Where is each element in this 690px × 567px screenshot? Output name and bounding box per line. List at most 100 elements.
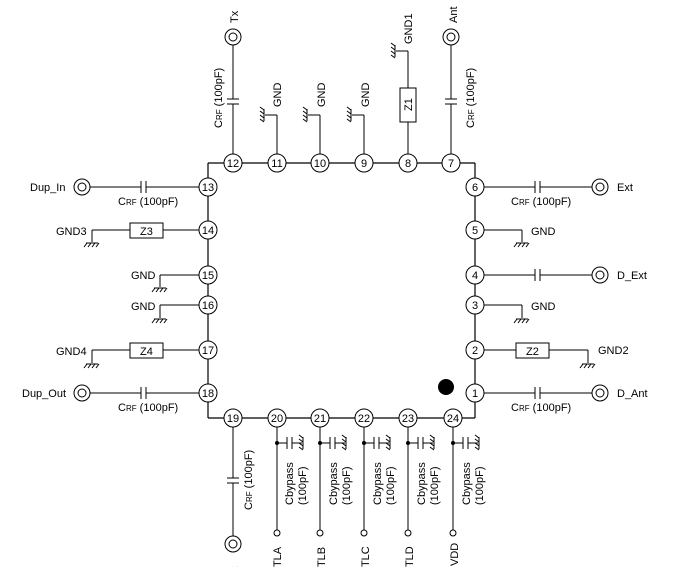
gnd1-label: GND1 <box>403 13 415 44</box>
pin1-marker <box>438 379 454 395</box>
gnd-label-10: GND <box>316 83 328 108</box>
pin-number-11: 11 <box>271 158 282 170</box>
pin-number-6: 6 <box>472 182 478 194</box>
crf-dup-out-label: CRF (100pF) <box>118 402 178 414</box>
gnd-label-15: GND <box>131 270 156 282</box>
pin-16: 16 <box>198 295 218 315</box>
cbypass-b-value: (100pF) <box>341 466 353 505</box>
pin-21: 21 <box>310 408 330 428</box>
cbypass-b-name: Cbypass <box>328 462 340 505</box>
z2-label: Z2 <box>526 346 539 358</box>
gnd2-label: GND2 <box>598 345 629 357</box>
pin-number-24: 24 <box>447 413 459 425</box>
gnd-label-9: GND <box>360 83 372 108</box>
pin-2: 2 <box>465 340 485 360</box>
d-ext-terminal <box>591 266 609 284</box>
pin-number-14: 14 <box>202 225 214 237</box>
dup-in-label: Dup_In <box>30 182 65 194</box>
cbypass-a-value: (100pF) <box>297 466 309 505</box>
cbypass-vdd-name: Cbypass <box>461 462 473 505</box>
pin-number-1: 1 <box>472 388 478 400</box>
net-gnd-11: GND <box>259 83 284 163</box>
z4-label: Z4 <box>140 346 153 358</box>
pin-number-16: 16 <box>202 300 214 312</box>
pin-12: 12 <box>223 153 243 173</box>
crf-dup-in-label: CRF (100pF) <box>118 196 178 208</box>
dup-out-terminal <box>73 384 91 402</box>
net-ant: Ant CRF (100pF) <box>442 6 477 163</box>
pin-number-2: 2 <box>472 345 478 357</box>
pin-number-22: 22 <box>358 413 370 425</box>
pin-number-9: 9 <box>361 158 367 170</box>
pin-number-21: 21 <box>314 413 326 425</box>
ctlc-label: CTLC <box>360 546 372 567</box>
pin-20: 20 <box>267 408 287 428</box>
gnd-label-5: GND <box>531 226 556 238</box>
net-tx: Tx CRF (100pF) <box>213 10 242 163</box>
pin-10: 10 <box>310 153 330 173</box>
tx-label: Tx <box>229 10 241 23</box>
cbypass-d-name: Cbypass <box>416 462 428 505</box>
pin-18: 18 <box>198 383 218 403</box>
pin-number-23: 23 <box>402 413 414 425</box>
net-dup-in: Dup_In CRF (100pF) <box>30 178 208 208</box>
net-d-ext: D_Ext <box>475 266 647 284</box>
net-gnd2: Z2 GND2 <box>475 342 629 369</box>
pin-3: 3 <box>465 295 485 315</box>
vdd-label: VDD <box>449 543 461 566</box>
crf-tx-label: CRF (100pF) <box>213 68 225 128</box>
gnd-label-16: GND <box>131 301 156 313</box>
net-gnd3: Z3 GND3 <box>56 222 208 248</box>
net-gnd-16: GND <box>131 301 208 324</box>
pin-number-3: 3 <box>472 300 478 312</box>
pin-number-13: 13 <box>202 182 214 194</box>
crf-d-ant-label: CRF (100pF) <box>511 402 571 414</box>
net-gnd-15: GND <box>131 270 208 293</box>
pin-6: 6 <box>465 177 485 197</box>
net-ctlb: Cbypass (100pF) CTLB <box>316 418 353 567</box>
d-ant-terminal <box>591 384 609 402</box>
pin-number-4: 4 <box>472 270 478 282</box>
pin-15: 15 <box>198 265 218 285</box>
pin-9: 9 <box>354 153 374 173</box>
net-gnd1: Z1 GND1 <box>390 13 417 163</box>
pin-8: 8 <box>398 153 418 173</box>
pin-number-7: 7 <box>448 158 454 170</box>
net-d-ant: D_Ant CRF (100pF) <box>475 384 648 414</box>
crf-rx-label: CRF (100pF) <box>243 450 255 510</box>
dup-out-label: Dup_Out <box>22 388 66 400</box>
net-dup-out: Dup_Out CRF (100pF) <box>22 384 208 414</box>
ctld-label: CTLD <box>404 546 416 567</box>
ext-terminal <box>591 178 609 196</box>
pin-5: 5 <box>465 220 485 240</box>
rx-terminal <box>224 535 242 553</box>
ctlb-label: CTLB <box>316 547 328 567</box>
cbypass-a-name: Cbypass <box>284 462 296 505</box>
net-ext: Ext CRF (100pF) <box>475 178 633 208</box>
pin-23: 23 <box>398 408 418 428</box>
net-ctla: Cbypass (100pF) CTLA <box>272 418 309 567</box>
pin-17: 17 <box>198 340 218 360</box>
ctla-label: CTLA <box>272 546 284 567</box>
net-gnd4: Z4 GND4 <box>56 342 208 369</box>
gnd3-label: GND3 <box>56 226 87 238</box>
pin-22: 22 <box>354 408 374 428</box>
dup-in-terminal <box>73 178 91 196</box>
gnd-label-11: GND <box>272 83 284 108</box>
net-gnd-10: GND <box>302 83 328 163</box>
pin-number-10: 10 <box>314 158 326 170</box>
crf-ant-label: CRF (100pF) <box>465 68 477 128</box>
gnd4-label: GND4 <box>56 346 87 358</box>
tx-terminal <box>224 28 242 46</box>
ext-label: Ext <box>617 182 633 194</box>
ant-label: Ant <box>448 6 460 23</box>
pin-4: 4 <box>465 265 485 285</box>
pin-number-12: 12 <box>227 158 239 170</box>
pin-number-8: 8 <box>405 158 411 170</box>
cbypass-vdd-value: (100pF) <box>474 466 486 505</box>
d-ant-label: D_Ant <box>617 388 648 400</box>
pin-19: 19 <box>223 408 243 428</box>
